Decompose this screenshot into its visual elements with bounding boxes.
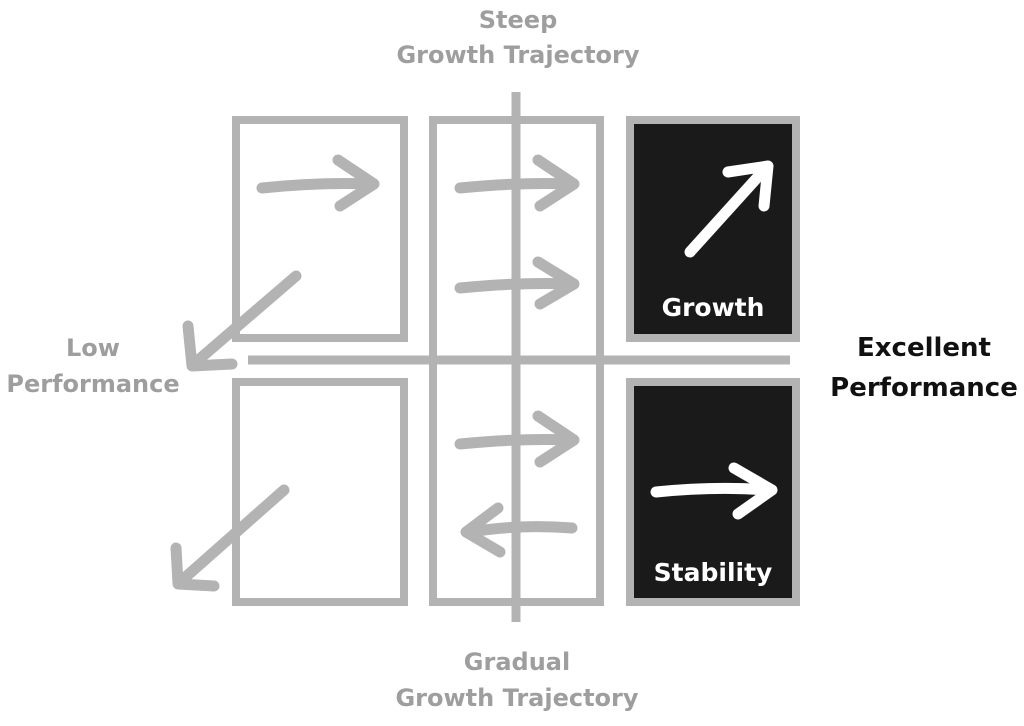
arrow-right-icon (454, 154, 580, 212)
stability-label: Stability (654, 558, 773, 587)
grey-arrows (170, 154, 580, 592)
bottom-label-line2: Growth Trajectory (395, 684, 638, 712)
left-label-line1: Low (66, 334, 120, 362)
arrow-up-right-icon (684, 160, 774, 258)
arrow-down-left-icon (182, 270, 302, 372)
left-label-line2: Performance (6, 370, 179, 398)
white-arrows (650, 160, 778, 520)
arrow-left-icon (460, 502, 578, 558)
box-left-bottom (232, 378, 408, 606)
arrow-right-icon (454, 256, 580, 310)
right-label-line2: Performance (830, 373, 1018, 403)
growth-label: Growth (662, 293, 765, 322)
arrow-down-left-icon (170, 484, 290, 592)
top-label-line1: Steep (479, 6, 558, 34)
right-label-line1: Excellent (857, 333, 991, 363)
bottom-label-line1: Gradual (464, 648, 570, 676)
top-label-line2: Growth Trajectory (396, 41, 639, 69)
arrow-right-icon (650, 462, 778, 520)
arrow-right-icon (256, 154, 380, 212)
box-left-top (232, 116, 408, 342)
arrow-right-icon (454, 410, 580, 468)
